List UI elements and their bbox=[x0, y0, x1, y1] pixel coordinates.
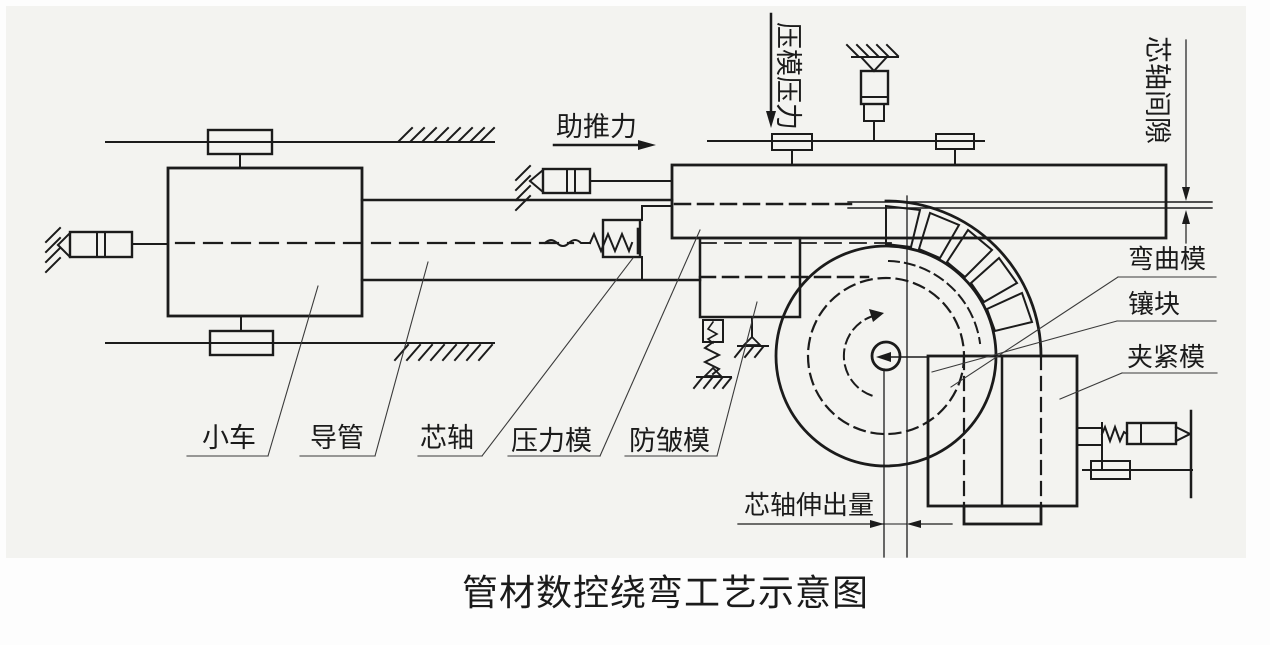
mandrel-spring bbox=[543, 205, 673, 281]
cart-top-rail bbox=[105, 128, 495, 169]
boost-cylinder bbox=[514, 164, 673, 212]
label-guide-tube: 导管 bbox=[310, 423, 364, 453]
label-pressure-die: 压力模 bbox=[511, 426, 592, 456]
cart-feed-cylinder bbox=[44, 226, 169, 274]
bend-center-mark bbox=[876, 352, 929, 362]
leader-mandrel bbox=[481, 257, 634, 457]
label-mandrel-clearance: 芯轴间隙 bbox=[1142, 36, 1172, 144]
label-leaders bbox=[186, 229, 1218, 457]
label-boost-force: 助推力 bbox=[556, 112, 637, 142]
ground-hatch-bottom bbox=[393, 343, 494, 362]
figure-background bbox=[6, 6, 1246, 558]
pressure-die-rail bbox=[707, 133, 985, 166]
mandrel-clearance-dimension bbox=[1182, 39, 1190, 244]
leader-bend-die bbox=[950, 276, 1119, 388]
boost-force-arrow bbox=[552, 140, 656, 150]
label-mandrel-extension: 芯轴伸出量 bbox=[744, 491, 874, 520]
mandrel-rod-lines bbox=[847, 201, 1213, 209]
wiper-die-supports bbox=[692, 316, 769, 390]
leader-wiper-die bbox=[716, 301, 758, 457]
label-mandrel: 芯轴 bbox=[420, 423, 474, 453]
clamp-cylinder bbox=[1076, 409, 1193, 499]
label-bend-die: 弯曲模 bbox=[1128, 245, 1206, 274]
pressure-die-cylinder bbox=[845, 43, 900, 142]
clamp-die-block bbox=[926, 354, 1079, 526]
pressure-force-arrow bbox=[766, 12, 776, 128]
leader-pressure-die bbox=[599, 229, 701, 457]
leader-guide-tube bbox=[374, 261, 429, 457]
label-pressure-die-pressure: 压模压力 bbox=[773, 22, 803, 130]
leader-insert bbox=[931, 320, 1118, 373]
leader-cart bbox=[267, 285, 319, 457]
label-clamp-die: 夹紧模 bbox=[1127, 343, 1205, 372]
rotation-arrow bbox=[842, 309, 884, 397]
leader-clamp-die bbox=[1059, 372, 1123, 400]
cart-bottom-rail bbox=[105, 315, 495, 357]
insert-blocks bbox=[885, 204, 1034, 333]
mandrel-extension-dimension bbox=[737, 195, 953, 558]
wiper-die-block bbox=[698, 236, 802, 319]
bent-tube-arcs bbox=[884, 199, 1043, 358]
figure-caption: 管材数控绕弯工艺示意图 bbox=[462, 573, 869, 613]
label-insert: 镶块 bbox=[1128, 290, 1180, 319]
ground-hatch-top bbox=[397, 126, 496, 143]
label-cart: 小车 bbox=[202, 423, 256, 453]
label-wiper-die: 防皱模 bbox=[629, 426, 710, 456]
